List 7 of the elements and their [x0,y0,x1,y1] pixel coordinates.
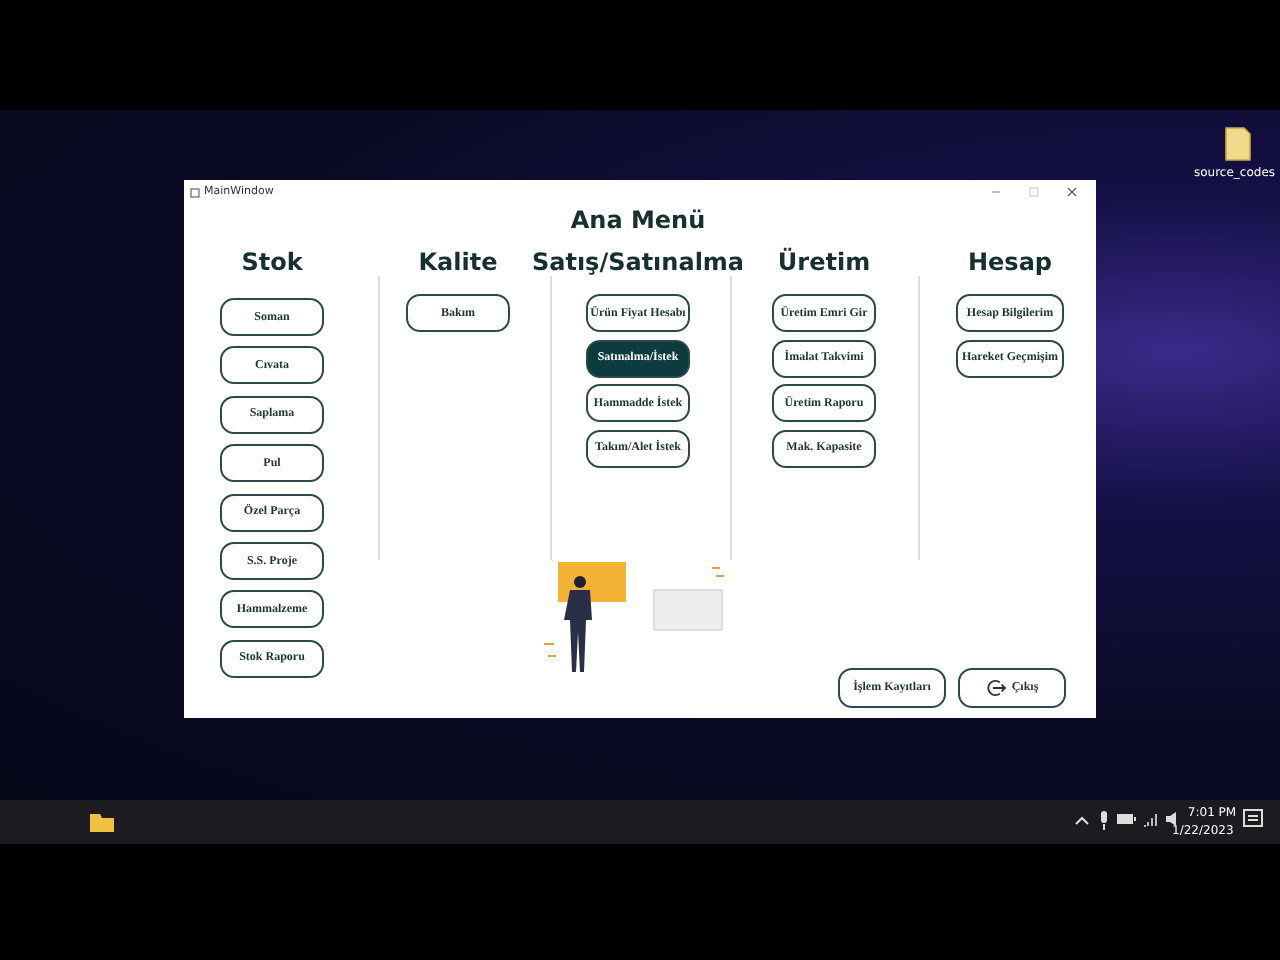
window-heading: Ana Menü [570,206,706,234]
column-heading: Stok [241,248,303,276]
column-heading: Kalite [418,248,498,276]
app-window [184,180,1096,718]
column-heading: Üretim [777,248,871,276]
column-heading: Hesap [968,248,1052,276]
column-heading: Satış/Satınalma [531,248,745,276]
